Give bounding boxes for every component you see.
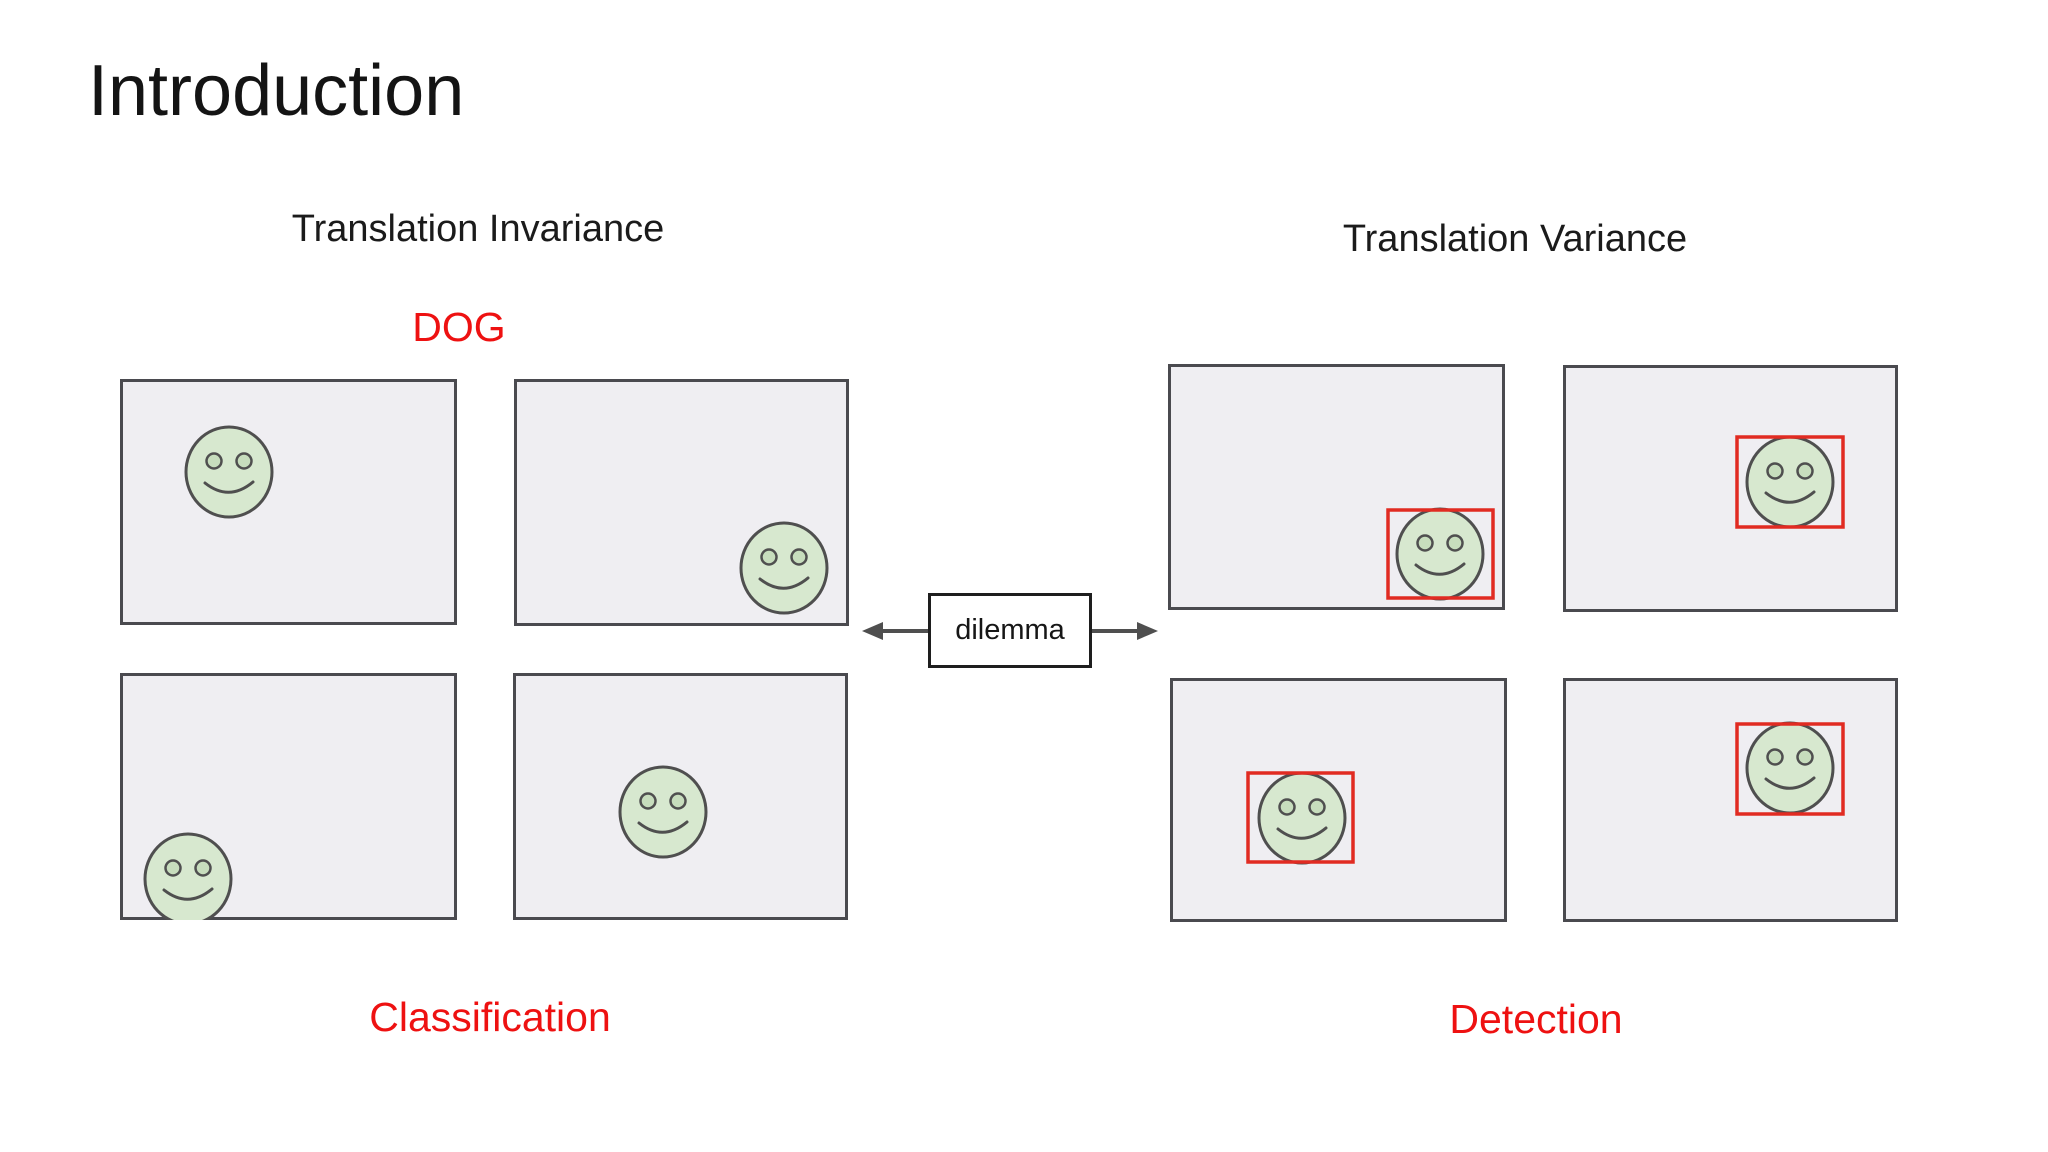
- slide-title: Introduction: [88, 51, 465, 131]
- detection-caption: Detection: [1449, 996, 1623, 1042]
- classification-caption: Classification: [369, 994, 611, 1040]
- panel-invariance-top-left: [120, 379, 457, 625]
- panel-invariance-bottom-right: [513, 673, 848, 920]
- dilemma-arrows: [862, 622, 1158, 640]
- detection-bounding-box: [1386, 508, 1495, 600]
- smiley-face-icon: [1395, 507, 1485, 601]
- panel-variance-bottom-left: [1170, 678, 1507, 922]
- image-frame: [120, 379, 457, 625]
- image-frame: [1563, 365, 1898, 612]
- image-frame: [1563, 678, 1898, 922]
- dog-class-label: DOG: [412, 304, 506, 350]
- arrow-right-icon: [1092, 622, 1158, 640]
- smiley-face-icon: [1257, 771, 1347, 865]
- smiley-face-icon: [184, 425, 274, 519]
- smiley-face-icon: [618, 765, 708, 859]
- translation-invariance-heading: Translation Invariance: [291, 208, 665, 250]
- smiley-face-icon: [143, 832, 233, 920]
- detection-bounding-box: [1735, 722, 1845, 816]
- panel-variance-top-left: [1168, 364, 1505, 610]
- translation-variance-heading: Translation Variance: [1342, 218, 1688, 260]
- arrow-left-icon: [862, 622, 928, 640]
- detection-bounding-box: [1246, 771, 1355, 864]
- detection-bounding-box: [1735, 435, 1845, 529]
- dilemma-box: dilemma: [928, 593, 1092, 668]
- panel-variance-bottom-right: [1563, 678, 1898, 922]
- panel-variance-top-right: [1563, 365, 1898, 612]
- smiley-face-icon: [1745, 435, 1835, 529]
- smiley-face-icon: [739, 521, 829, 615]
- panel-invariance-top-right: [514, 379, 849, 626]
- smiley-face-icon: [1745, 721, 1835, 815]
- panel-invariance-bottom-left: [120, 673, 457, 920]
